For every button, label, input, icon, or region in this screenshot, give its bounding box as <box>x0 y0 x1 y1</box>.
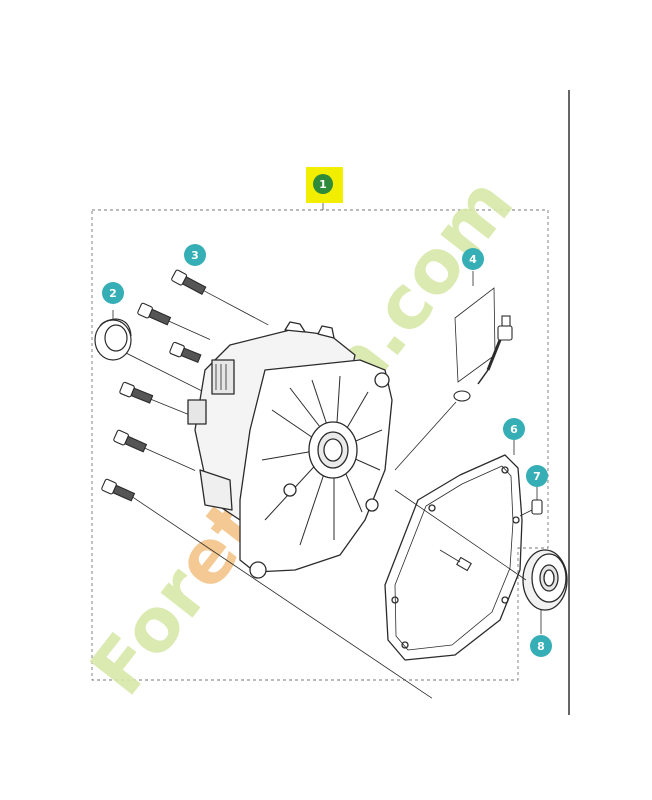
assembly-badge <box>313 174 333 194</box>
gasket-part <box>384 440 523 661</box>
part-callout-6: 6 <box>503 418 525 440</box>
part-callout-2: 2 <box>102 282 124 304</box>
part-callout-8: 8 <box>530 635 552 657</box>
callout-number: 6 <box>510 423 518 436</box>
assembly-boundary <box>91 209 549 681</box>
oil-plug-part <box>394 271 513 471</box>
oil-seal-part <box>94 310 211 396</box>
callout-number: 3 <box>191 249 199 262</box>
dowel-pin-7-part <box>519 486 543 517</box>
callout-number: 4 <box>469 253 477 266</box>
dowel-pin-part <box>439 549 472 572</box>
crankcase-cover <box>187 321 393 579</box>
bolt-group <box>101 269 433 699</box>
part-callout-7: 7 <box>526 465 548 487</box>
part-callout-3: 3 <box>184 244 206 266</box>
assembly-callout: 1 <box>306 167 343 203</box>
assembly-number: 1 <box>319 178 327 191</box>
callout-number: 2 <box>109 287 117 300</box>
callout-number: 7 <box>533 470 541 483</box>
bearing-part <box>394 489 568 634</box>
callout-number: 8 <box>537 640 545 653</box>
part-callout-4: 4 <box>462 248 484 270</box>
